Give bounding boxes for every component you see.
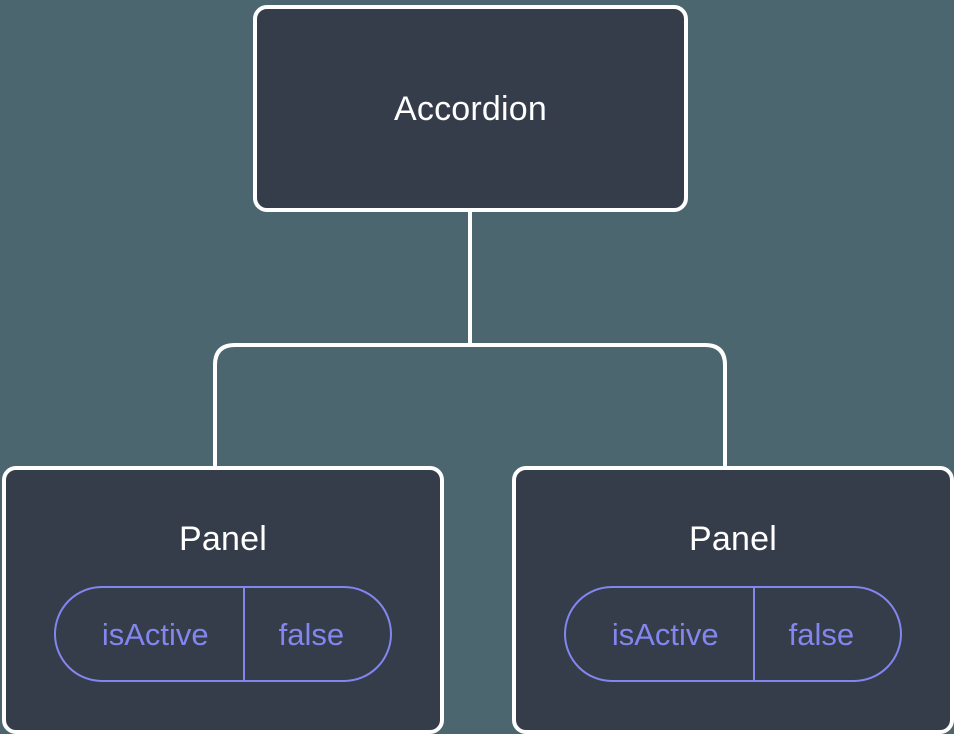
node-title: Accordion [394,89,547,128]
node-title: Panel [179,520,267,558]
node-panel-2[interactable]: Panel isActive false [512,466,954,734]
prop-key: isActive [611,616,719,652]
prop-value: false [242,588,390,680]
prop-key: isActive [101,616,209,652]
prop-pill[interactable]: isActive false [563,586,903,682]
connector-branch-left [213,343,470,466]
connector-branch-right [470,343,727,466]
prop-value: false [752,588,900,680]
node-accordion[interactable]: Accordion [253,5,688,212]
prop-pill[interactable]: isActive false [53,586,393,682]
node-panel-1[interactable]: Panel isActive false [2,466,444,734]
node-title: Panel [689,520,777,558]
